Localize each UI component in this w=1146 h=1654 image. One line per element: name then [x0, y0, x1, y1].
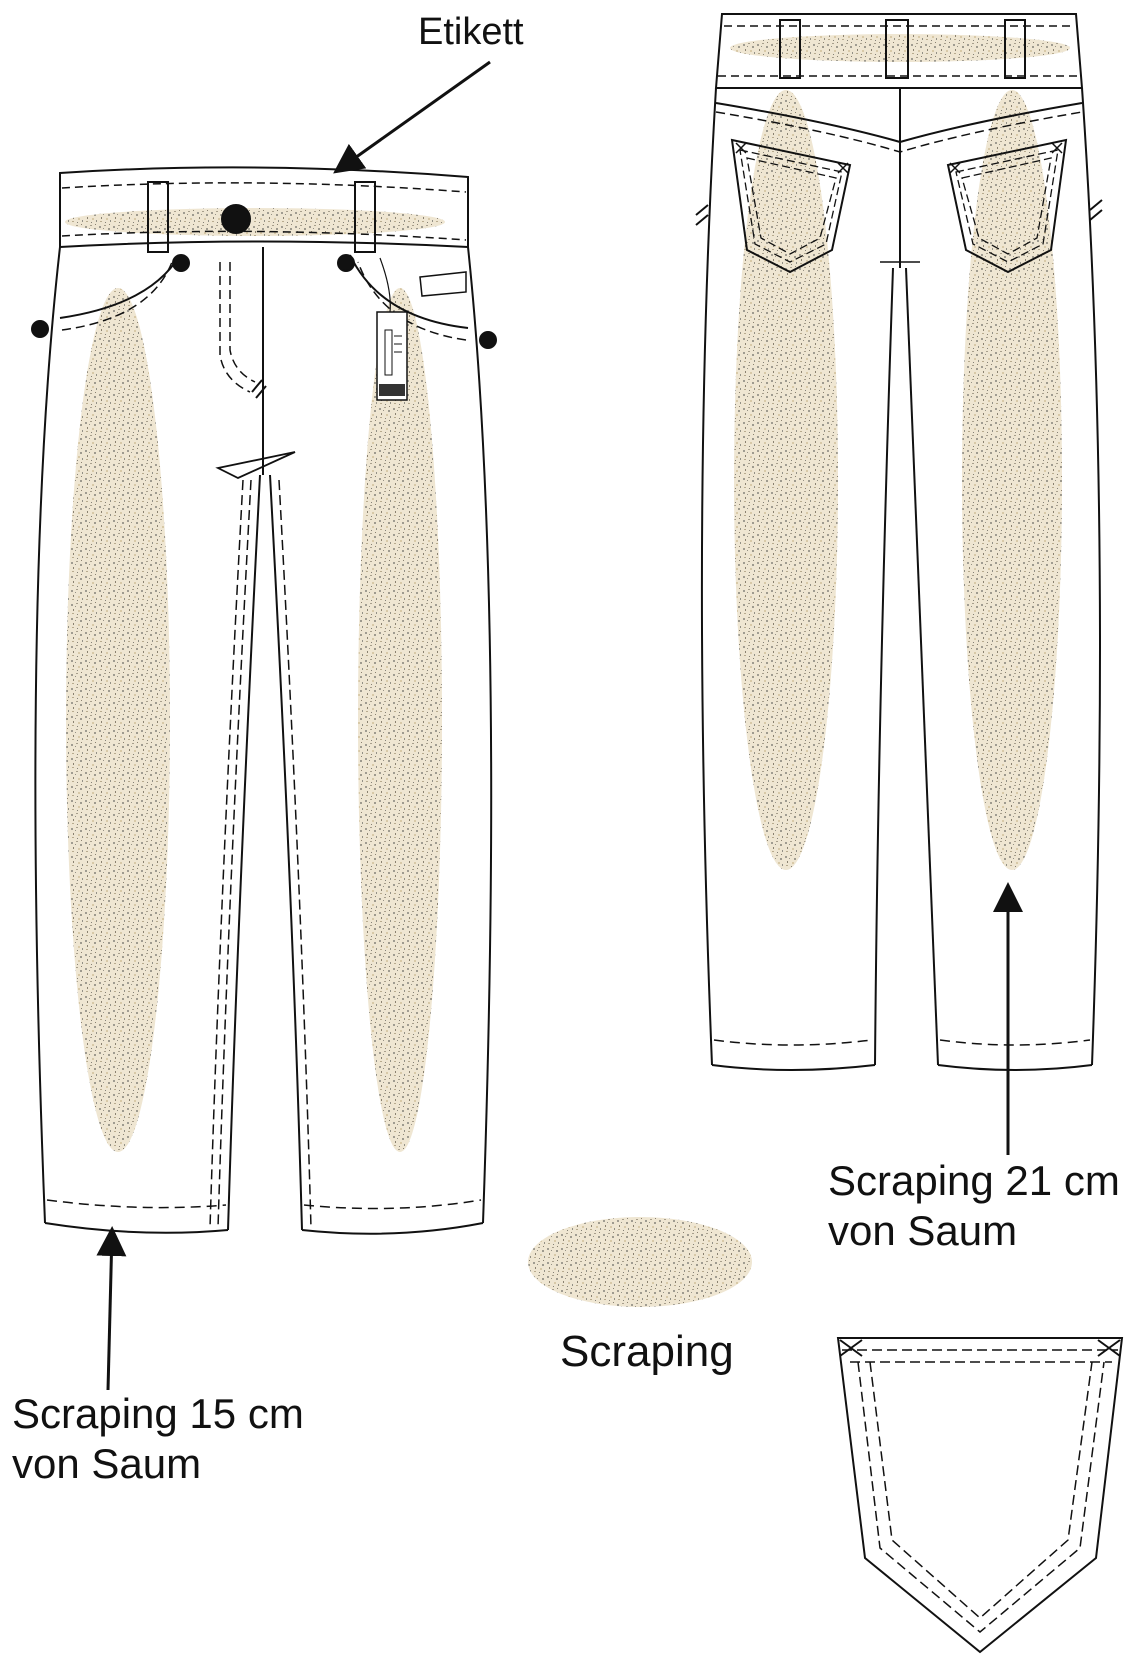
- front-outer-left: [34, 246, 61, 1224]
- rivet-icon: [337, 254, 355, 272]
- rivet-icon: [479, 331, 497, 349]
- front-pocket-left: [59, 254, 181, 319]
- back-pocket-left: [730, 138, 852, 274]
- hang-tag-icon: [376, 257, 408, 401]
- front-scraping-label-line1: Scraping 15 cm: [12, 1390, 304, 1437]
- front-inseam-right: [269, 474, 303, 1231]
- back-scraping-label-line2: von Saum: [828, 1207, 1017, 1254]
- back-belt-loop-right: [1004, 19, 1026, 79]
- back-right-scraping: [962, 90, 1062, 870]
- bar-tack-icon: [1089, 199, 1103, 221]
- rivet-icon: [31, 320, 49, 338]
- front-left-scraping: [66, 288, 170, 1152]
- coin-pocket: [419, 271, 467, 297]
- rivet-icon: [172, 254, 190, 272]
- back-left-scraping: [734, 90, 838, 870]
- back-hem-right: [937, 1064, 1093, 1071]
- back-pocket-right: [946, 138, 1068, 274]
- front-scraping-arrow: [96, 1226, 127, 1391]
- front-pocket-right: [349, 254, 469, 329]
- etikett-arrow: [333, 60, 491, 174]
- back-scraping-label-line1: Scraping 21 cm: [828, 1157, 1120, 1204]
- front-view: [31, 166, 497, 1235]
- front-inseam-left: [227, 474, 261, 1231]
- front-waistband-scraping: [65, 208, 445, 236]
- back-belt-loop-left: [779, 19, 801, 79]
- scraping-legend-label: Scraping: [560, 1327, 734, 1376]
- back-outer-left: [700, 87, 717, 1066]
- back-hem-left: [711, 1064, 876, 1071]
- pocket-detail-outline: [836, 1337, 1124, 1654]
- front-outer-right: [467, 246, 493, 1224]
- front-scraping-label-line2: von Saum: [12, 1440, 201, 1487]
- pocket-detail: [836, 1337, 1124, 1654]
- front-belt-loop-left: [147, 181, 169, 253]
- bar-tack-icon: [839, 1339, 863, 1357]
- front-hem-right: [301, 1222, 484, 1235]
- bar-tack-icon: [695, 204, 709, 226]
- front-fly-stitching: [219, 262, 251, 393]
- front-hem-left: [44, 1222, 229, 1234]
- etikett-label: Etikett: [418, 11, 524, 53]
- back-view: [695, 13, 1103, 1071]
- back-outer-right: [1081, 87, 1101, 1066]
- back-waistband-scraping: [730, 34, 1070, 62]
- back-belt-loop-center: [885, 19, 909, 79]
- front-belt-loop-right: [354, 181, 376, 253]
- bar-tack-icon: [1097, 1339, 1121, 1357]
- front-button: [221, 204, 251, 234]
- bar-tack-icon: [251, 379, 267, 399]
- front-right-scraping: [358, 288, 442, 1152]
- scraping-legend-swatch: [528, 1217, 752, 1307]
